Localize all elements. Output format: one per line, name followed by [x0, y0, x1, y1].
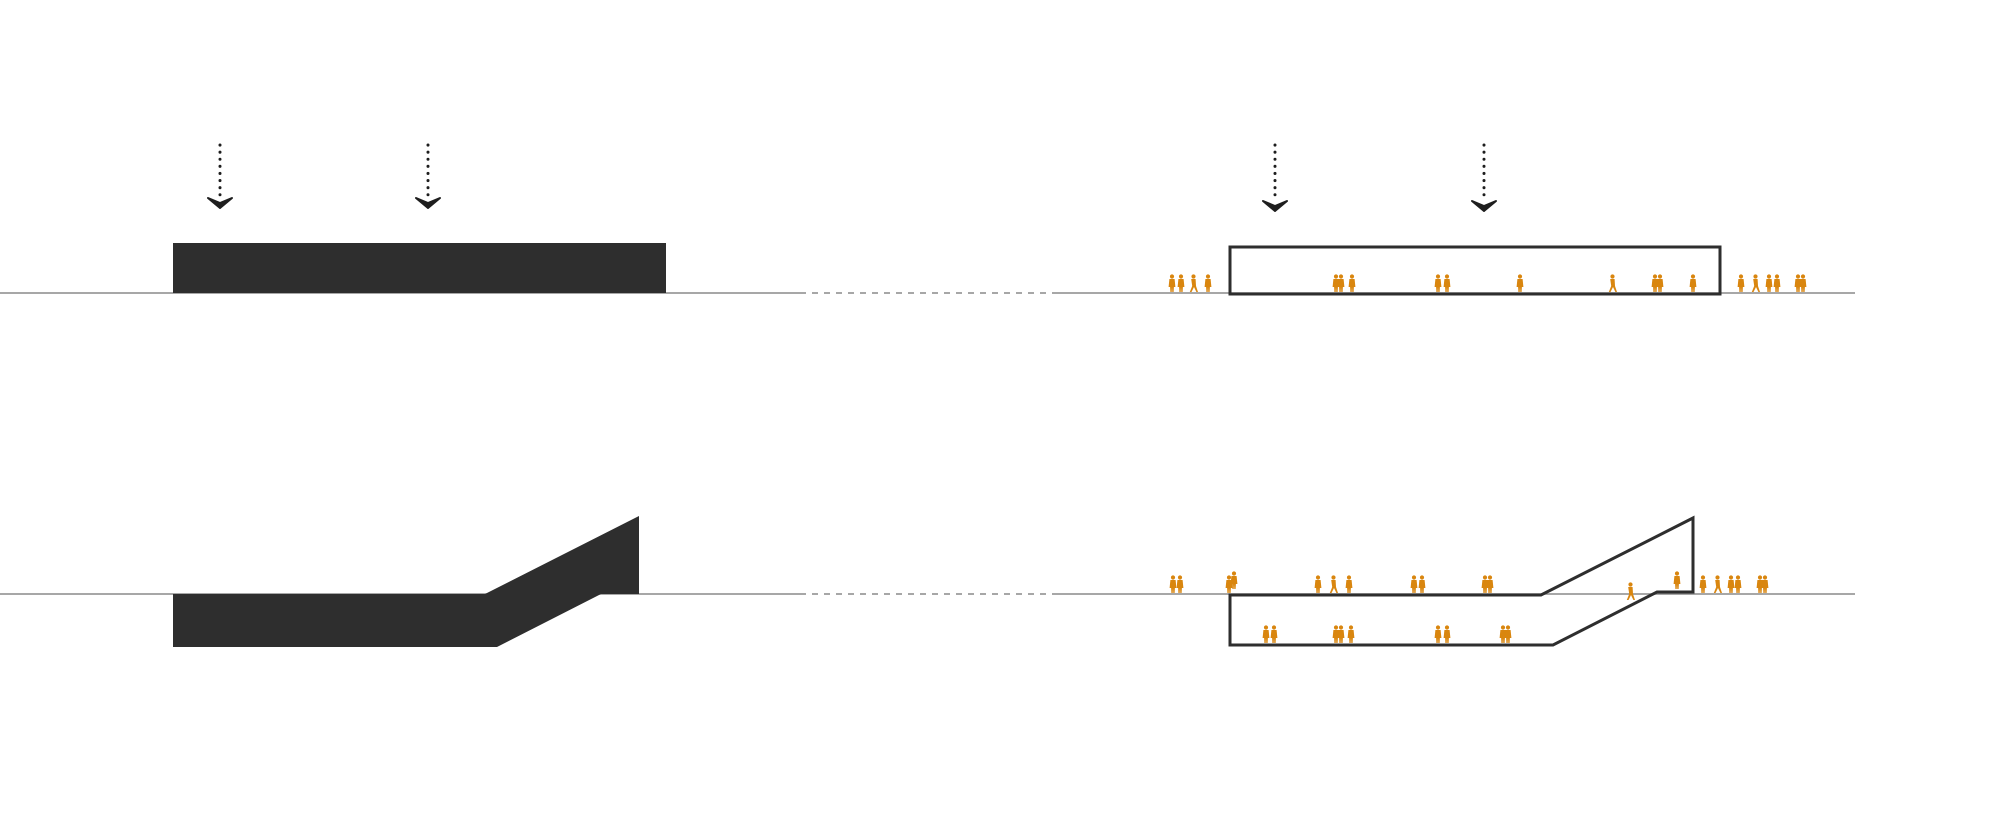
person-silhouette-icon: [1608, 274, 1617, 292]
person-silhouette-icon: [1348, 274, 1356, 292]
person-silhouette-icon: [1204, 274, 1212, 292]
person-silhouette-icon: [1176, 575, 1184, 593]
bottom-row: [0, 515, 1855, 647]
dotted-down-arrow-icon: [207, 143, 233, 209]
dotted-down-arrow-icon: [1262, 143, 1288, 212]
person-silhouette-icon: [1486, 575, 1494, 593]
people-group-bottom-at-grade: [1169, 571, 1238, 593]
person-silhouette-icon: [1418, 575, 1426, 593]
person-silhouette-icon: [1773, 274, 1781, 292]
person-silhouette-icon: [1329, 575, 1338, 593]
outline-building-box-top: [1228, 245, 1722, 296]
people-group-top-inside: [1332, 274, 1697, 292]
person-silhouette-icon: [1761, 575, 1769, 593]
person-silhouette-icon: [1689, 274, 1697, 292]
person-silhouette-icon: [1168, 274, 1176, 292]
person-silhouette-icon: [1262, 625, 1270, 643]
person-silhouette-icon: [1337, 274, 1345, 292]
person-silhouette-icon: [1434, 625, 1442, 643]
people-group-top-outside-left: [1168, 274, 1212, 292]
people-group-bottom-outside-right: [1699, 575, 1769, 593]
person-silhouette-icon: [1337, 625, 1345, 643]
solid-building-block-top: [173, 243, 666, 293]
person-silhouette-icon: [1516, 274, 1524, 292]
people-group-bottom-lower-level: [1262, 625, 1512, 643]
person-silhouette-icon: [1347, 625, 1355, 643]
person-silhouette-icon: [1737, 274, 1745, 292]
person-silhouette-icon: [1434, 274, 1442, 292]
person-silhouette-icon: [1799, 274, 1807, 292]
dotted-down-arrow-icon: [1471, 143, 1497, 212]
person-silhouette-icon: [1189, 274, 1198, 292]
person-silhouette-icon: [1314, 575, 1322, 593]
dotted-down-arrow-icon: [415, 143, 441, 209]
person-silhouette-icon: [1656, 274, 1664, 292]
top-row: [0, 143, 1855, 296]
person-silhouette-icon: [1270, 625, 1278, 643]
people-group-top-outside-right: [1737, 274, 1807, 292]
person-silhouette-icon: [1727, 575, 1735, 593]
person-silhouette-icon: [1713, 575, 1722, 593]
people-group-bottom-on-ramp: [1626, 571, 1681, 600]
person-silhouette-icon: [1673, 571, 1681, 589]
person-silhouette-icon: [1443, 625, 1451, 643]
person-silhouette-icon: [1169, 575, 1177, 593]
person-silhouette-icon: [1734, 575, 1742, 593]
person-silhouette-icon: [1751, 274, 1760, 292]
person-silhouette-icon: [1410, 575, 1418, 593]
person-silhouette-icon: [1765, 274, 1773, 292]
person-silhouette-icon: [1443, 274, 1451, 292]
person-silhouette-icon: [1626, 582, 1635, 600]
person-silhouette-icon: [1504, 625, 1512, 643]
solid-building-block-with-ramp: [173, 516, 639, 647]
person-silhouette-icon: [1699, 575, 1707, 593]
people-group-bottom-on-roof: [1314, 575, 1494, 593]
person-silhouette-icon: [1345, 575, 1353, 593]
person-silhouette-icon: [1177, 274, 1185, 292]
outline-building-box-with-ramp: [1228, 515, 1695, 647]
